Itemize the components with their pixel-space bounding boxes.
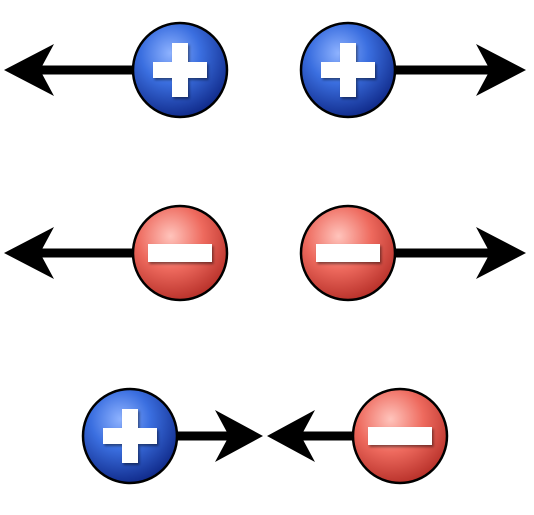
positive-charge [299, 21, 397, 119]
arrow-icon [267, 410, 360, 462]
arrow-icon [170, 410, 263, 462]
positive-charge [81, 387, 179, 485]
negative-charge [131, 204, 229, 302]
plus-sign-icon [153, 43, 207, 97]
pair-positive-negative [81, 387, 449, 485]
plus-sign-icon [103, 409, 157, 463]
arrow-icon [4, 44, 140, 96]
positive-charge [131, 21, 229, 119]
minus-sign-icon [316, 244, 380, 262]
negative-charge [351, 387, 449, 485]
arrow-icon [390, 44, 526, 96]
arrow-icon [4, 227, 140, 279]
pair-negative-negative [4, 204, 526, 302]
plus-sign-icon [321, 43, 375, 97]
arrow-icon [390, 227, 526, 279]
minus-sign-icon [368, 427, 432, 445]
pair-positive-positive [4, 21, 526, 119]
minus-sign-icon [148, 244, 212, 262]
negative-charge [299, 204, 397, 302]
